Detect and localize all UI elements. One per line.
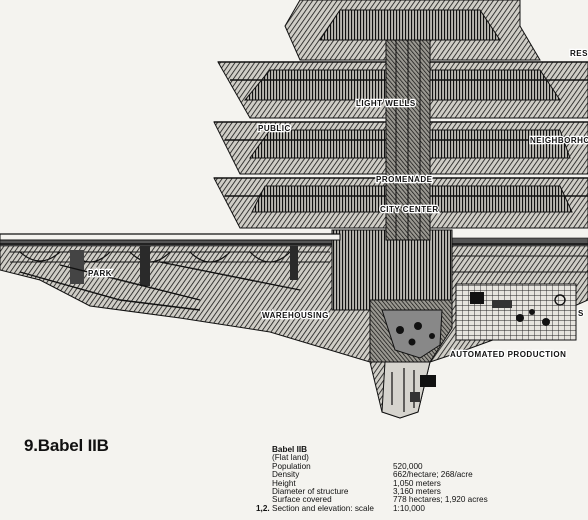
label-neighborhood: NEIGHBORHO: [530, 136, 588, 145]
specs-row-label: Height: [272, 478, 296, 488]
specs-row: Density 662/hectare; 268/acre: [256, 470, 586, 480]
specs-row: Diameter of structure 3,160 meters: [256, 486, 586, 496]
ground-deck: [0, 233, 341, 241]
specs-scale-value: 1:10,000: [393, 503, 425, 513]
label-park: PARK: [88, 269, 112, 278]
specs-row-value: 3,160 meters: [393, 486, 441, 496]
label-cut-off: S: [578, 309, 584, 318]
label-light-wells: LIGHT WELLS: [356, 99, 416, 108]
specs-row-value: 1,050 meters: [393, 478, 441, 488]
label-warehousing: WAREHOUSING: [262, 311, 329, 320]
specs-scale-row: 1,2. Section and elevation: scale 1:10,0…: [256, 503, 586, 513]
specs-name: Babel IIB: [272, 445, 308, 454]
specs-name-row: Babel IIB: [256, 445, 586, 454]
label-promenade: PROMENADE: [376, 175, 433, 184]
specs-table: Babel IIB (Flat land) Population 520,000…: [256, 445, 586, 513]
specs-row-label: Surface covered: [272, 495, 332, 505]
label-res: RES: [570, 49, 588, 58]
label-public: PUBLIC: [258, 124, 291, 133]
specs-row: Surface covered 778 hectares; 1,920 acre…: [256, 495, 586, 505]
specs-row-value: 778 hectares; 1,920 acres: [393, 495, 488, 505]
specs-row-value: 520,000: [393, 461, 423, 471]
specs-row-label: Diameter of structure: [272, 486, 349, 496]
specs-row-label: Population: [272, 461, 311, 471]
specs-scale-number: 1,2.: [256, 503, 270, 513]
tower: [213, 0, 588, 241]
production-area: [410, 283, 577, 402]
label-automated-production: AUTOMATED PRODUCTION: [450, 350, 566, 359]
specs-scale-label: Section and elevation: scale: [272, 503, 374, 513]
central-shaft: [331, 229, 453, 419]
specs-row-value: 662/hectare; 268/acre: [393, 470, 473, 480]
label-city-center: CITY CENTER: [380, 205, 439, 214]
specs-subtitle-row: (Flat land): [256, 453, 586, 463]
specs-subtitle: (Flat land): [272, 453, 309, 463]
babel-iib-section-drawing: RES LIGHT WELLS PUBLIC NEIGHBORHO PROMEN…: [0, 0, 588, 419]
specs-row-label: Density: [272, 470, 300, 480]
specs-row: Height 1,050 meters: [256, 478, 586, 488]
figure-title: 9.Babel IIB: [24, 436, 109, 455]
specs-row: Population 520,000: [256, 461, 586, 471]
